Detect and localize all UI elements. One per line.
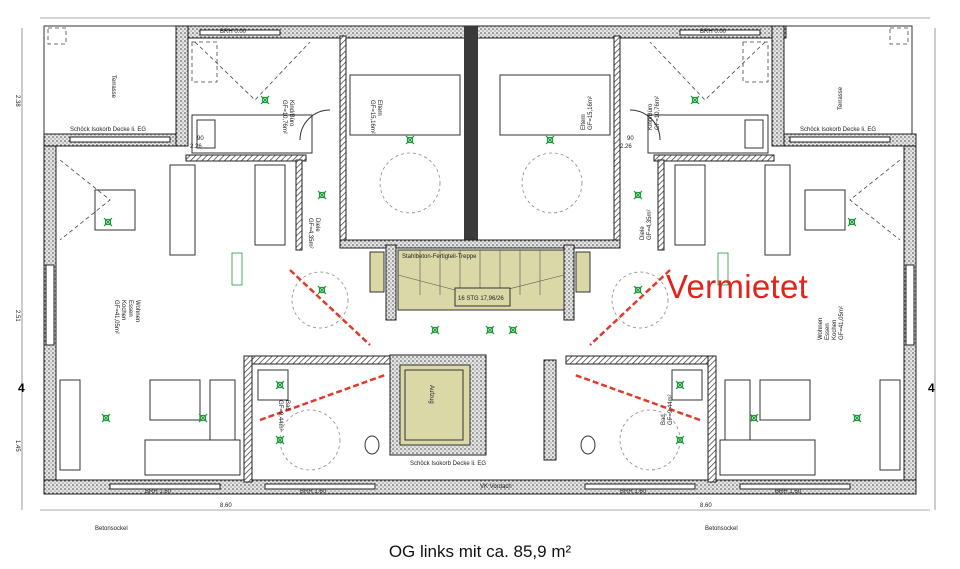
svg-text:Betonsockel: Betonsockel	[95, 526, 128, 532]
svg-text:GF=10,76m²: GF=10,76m²	[281, 100, 287, 134]
svg-text:GF=4,35m²: GF=4,35m²	[307, 218, 313, 249]
svg-text:Schöck Isokorb Decke li. EG: Schöck Isokorb Decke li. EG	[800, 127, 876, 133]
svg-text:Terrasse: Terrasse	[110, 75, 116, 99]
svg-text:BRH 0.00: BRH 0.00	[700, 29, 727, 35]
svg-text:Schöck Isokorb Decke li. EG: Schöck Isokorb Decke li. EG	[410, 461, 486, 467]
room-label-kind-left: Kind/Büro	[288, 100, 294, 127]
dim-label: 8.60	[700, 503, 712, 509]
room-label-bad-left: Bad	[284, 400, 290, 411]
terrace-right: Terrasse Schöck Isokorb Decke li. EG	[775, 25, 913, 135]
svg-text:Terrasse: Terrasse	[838, 86, 844, 110]
svg-text:90: 90	[197, 136, 204, 142]
section-mark: 4	[928, 381, 935, 395]
room-label-bad-right: Bad	[661, 414, 667, 425]
dim-label: 1.45	[14, 440, 20, 452]
rented-stamp: Vermietet	[666, 268, 809, 305]
smoke-detector-notes	[231, 252, 729, 286]
room-label-wohnen-right: Wohnen	[818, 318, 824, 340]
svg-text:Aufzug: Aufzug	[428, 385, 434, 404]
svg-text:GF=9,44m²: GF=9,44m²	[668, 394, 674, 425]
svg-text:Essen: Essen	[825, 323, 831, 340]
svg-text:BRH 1.60: BRH 1.60	[145, 489, 172, 495]
svg-text:GF=41,05m²: GF=41,05m²	[839, 306, 845, 340]
accessibility-paths	[259, 269, 701, 422]
svg-text:Schöck Isokorb Decke li. EG: Schöck Isokorb Decke li. EG	[70, 127, 146, 133]
svg-text:Kochen: Kochen	[832, 320, 838, 340]
room-label-wohnen-left: Wohnen	[134, 300, 140, 322]
dim-label: 8.60	[220, 503, 232, 509]
svg-text:16 STG 17,96/26: 16 STG 17,96/26	[458, 296, 504, 302]
room-label-eltern-right: Eltern	[581, 114, 587, 130]
svg-text:2.26: 2.26	[190, 144, 202, 150]
svg-text:90: 90	[627, 136, 634, 142]
svg-text:Kochen: Kochen	[120, 300, 126, 320]
svg-text:BRH 1.60: BRH 1.60	[775, 489, 802, 495]
svg-text:GF=10,76m²: GF=10,76m²	[655, 96, 661, 130]
dim-label: 2.51	[14, 310, 20, 322]
svg-text:GF=15,16m²: GF=15,16m²	[588, 96, 594, 130]
terrace-left: Terrasse Schöck Isokorb Decke li. EG	[43, 25, 185, 135]
furniture	[59, 41, 901, 476]
svg-text:VK Vordach: VK Vordach	[480, 484, 512, 490]
room-label-diele-right: Diele	[640, 226, 646, 240]
svg-text:Stahlbeton-Fertigteil-Treppe: Stahlbeton-Fertigteil-Treppe	[402, 254, 477, 260]
room-label-kind-right: Kind/Büro	[648, 103, 654, 130]
svg-text:GF=41,05m²: GF=41,05m²	[113, 300, 119, 334]
elevator: Aufzug Schöck Isokorb Decke li. EG VK Vo…	[399, 364, 512, 490]
room-label-diele-left: Diele	[314, 218, 320, 232]
staircase: Stahlbeton-Fertigteil-Treppe 16 STG 17,9…	[369, 249, 591, 311]
svg-text:GF=4,35m²: GF=4,35m²	[647, 209, 653, 240]
exterior-walls: BRH 0.00 BRH 0.00 BRH 1.60 BRH 1.60 BRH …	[43, 25, 917, 532]
section-mark: 4	[18, 381, 25, 395]
svg-text:Essen: Essen	[127, 300, 133, 317]
svg-text:GF=9,44m²: GF=9,44m²	[277, 400, 283, 431]
svg-text:BRH 1.60: BRH 1.60	[620, 489, 647, 495]
plan-caption: OG links mit ca. 85,9 m²	[388, 542, 572, 561]
svg-text:2.26: 2.26	[620, 144, 632, 150]
dim-label: 2.38	[14, 95, 20, 107]
dimension-lines: 2.38 2.51 1.45 8.60 8.60 4 4	[14, 17, 936, 511]
room-label-eltern-left: Eltern	[376, 100, 382, 116]
room-labels: Kind/Büro GF=10,76m² Eltern GF=15,16m² E…	[113, 96, 845, 430]
svg-text:BRH 0.00: BRH 0.00	[220, 29, 247, 35]
svg-text:GF=15,16m²: GF=15,16m²	[369, 100, 375, 134]
svg-text:BRH 1.60: BRH 1.60	[300, 489, 327, 495]
svg-text:Betonsockel: Betonsockel	[705, 526, 738, 532]
